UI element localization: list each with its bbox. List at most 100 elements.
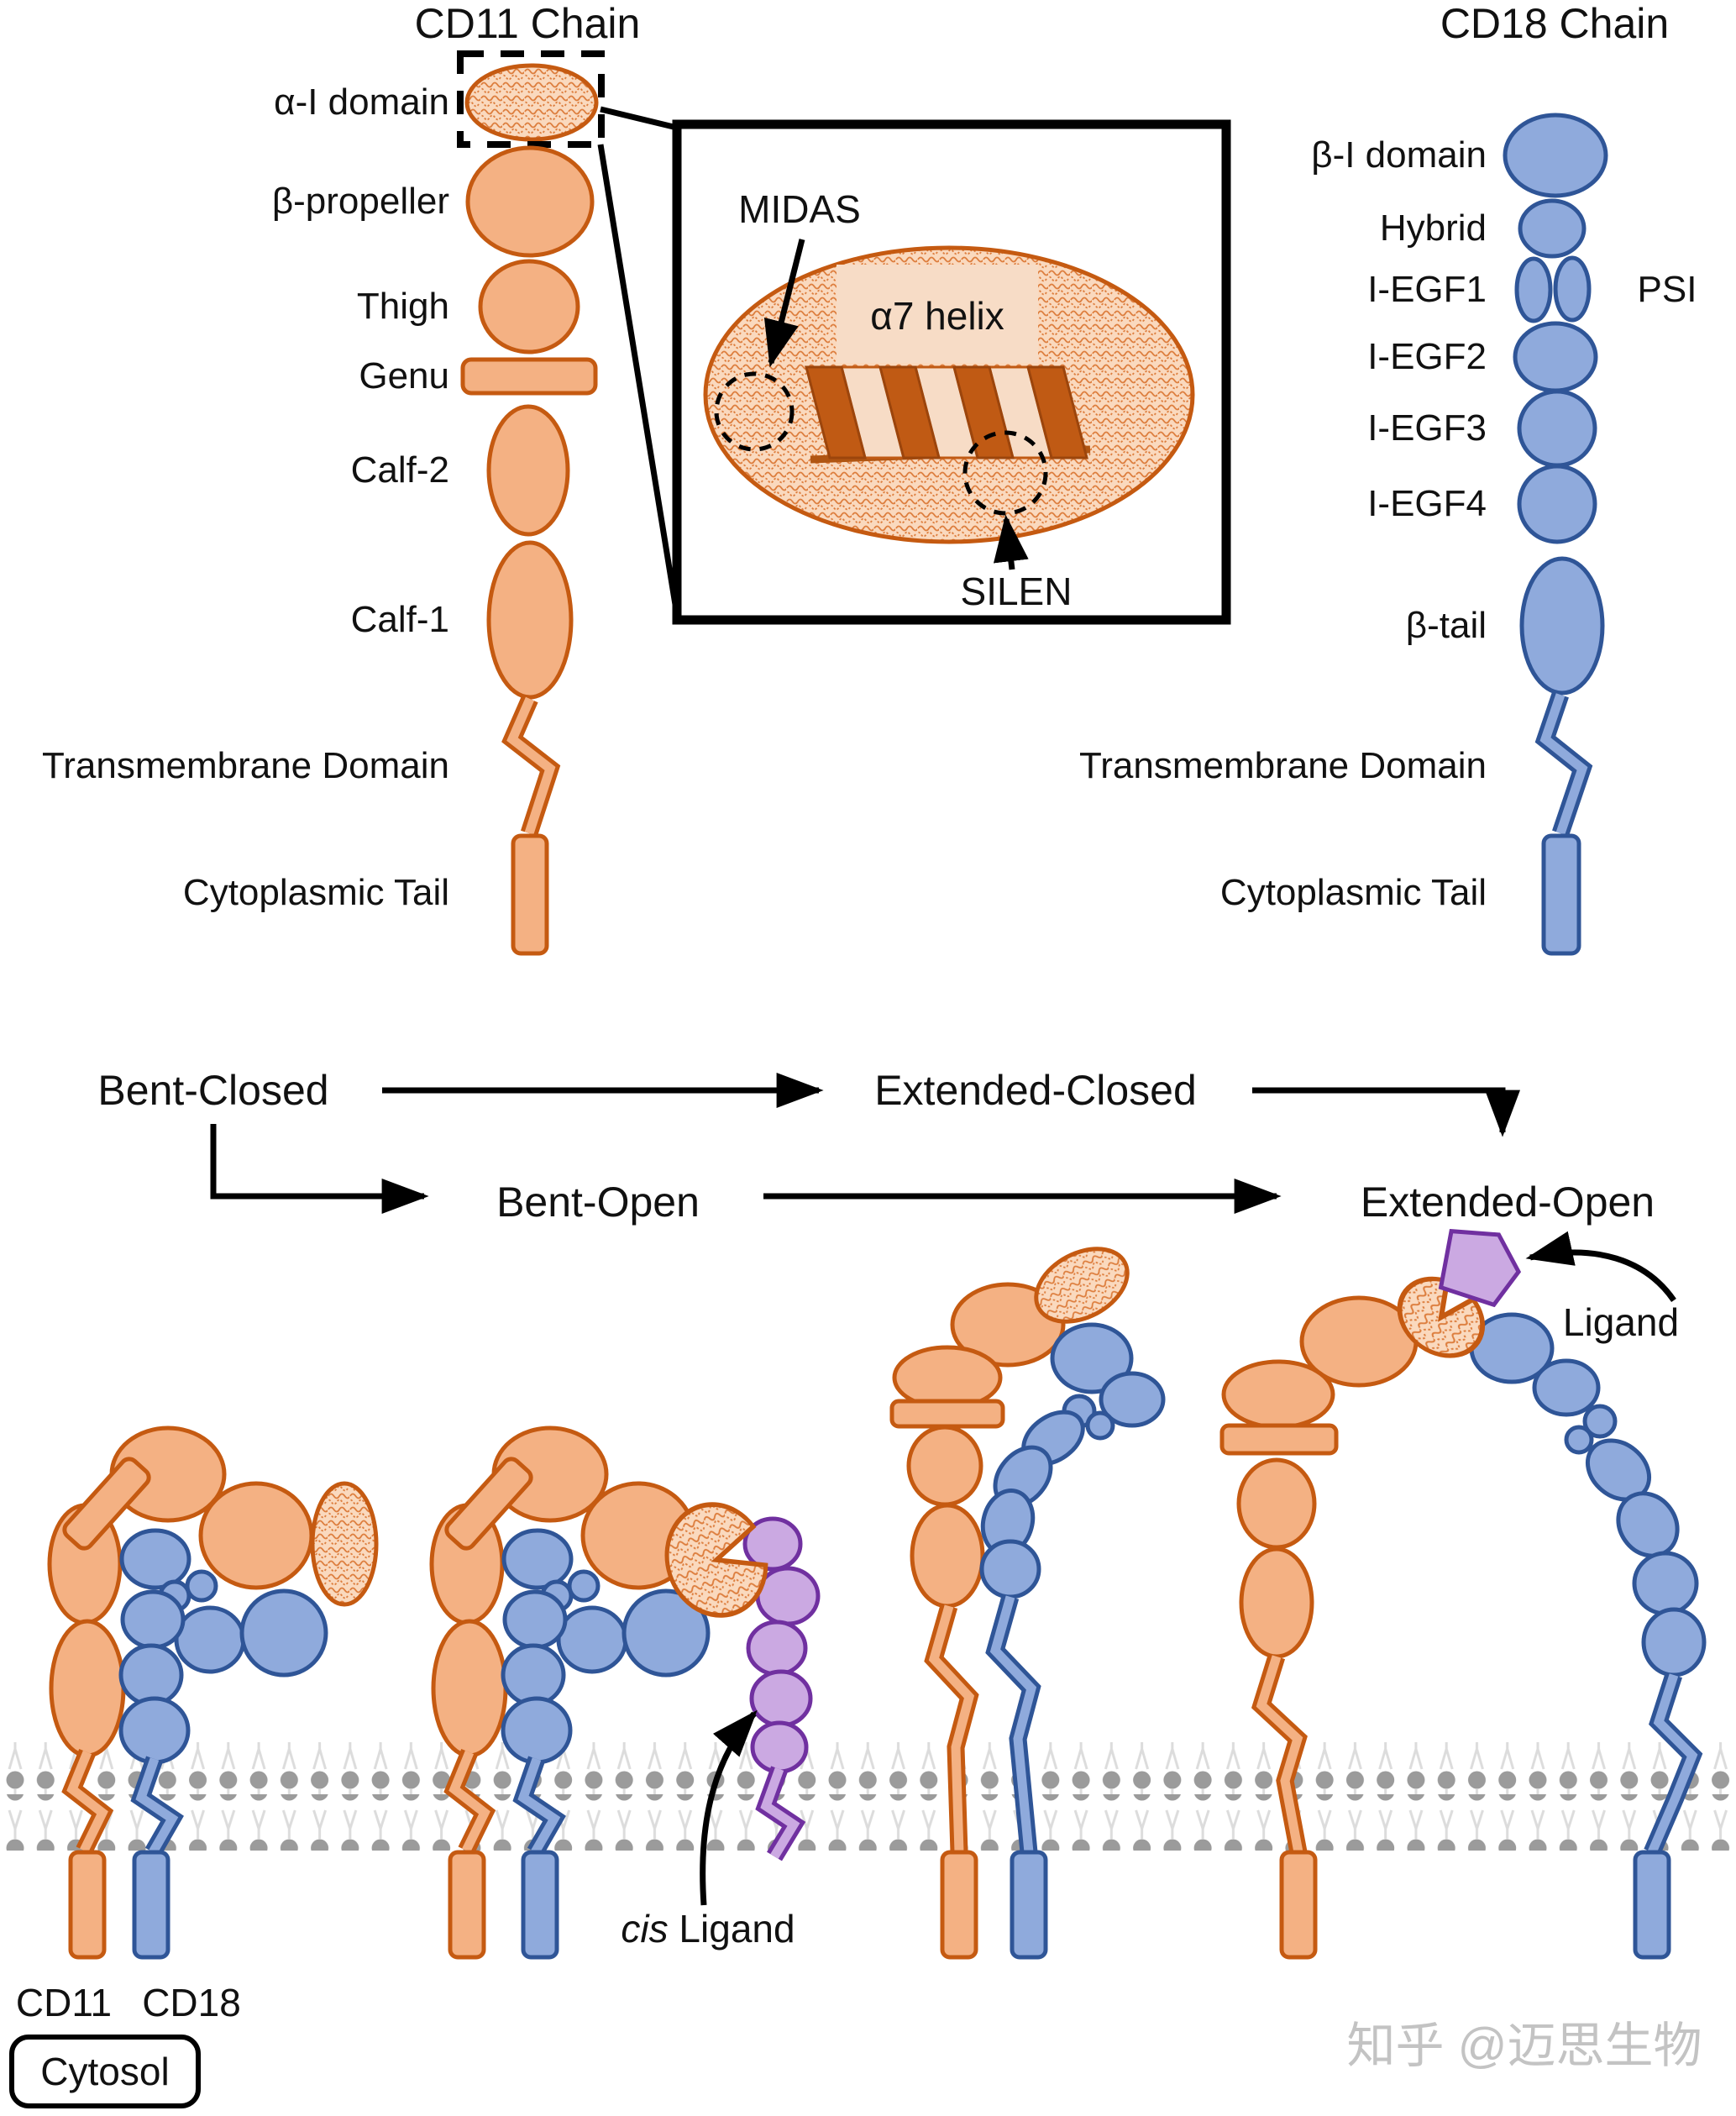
bo-cd18-tail [521,1850,559,1960]
ligand-arrow-icon [1525,1231,1676,1302]
alpha7-helix-ribbon [805,365,1091,464]
cis-ligand-label-italic: cis [621,1907,668,1951]
label-cd11-transmembrane: Calf-1 [351,599,449,640]
bc-cd18-beta-tail [118,1696,191,1765]
bo-cd18-beta-i [621,1588,711,1678]
cytosol-box: Cytosol [9,2035,201,2108]
eo-cd18-hybrid [1532,1358,1601,1417]
ec-calf2 [906,1425,983,1507]
cd18-beta-tail-shape [1519,556,1605,696]
eo-calf2 [1236,1457,1317,1550]
cd11-genu-shape [460,357,598,396]
state-label-extended-open: Extended-Open [1361,1179,1655,1226]
label-cd11-beta-propeller: β-propeller [272,181,449,222]
label-cd11-thigh: Thigh [357,286,449,327]
state-label-bent-open: Bent-Open [496,1179,700,1226]
bc-cd18-domain-2 [174,1605,246,1674]
label-cd18-beta-tail: β-tail [1406,605,1487,646]
alpha7-helix-box [837,265,1038,363]
midas-site-circle [714,371,795,452]
bc-cd18-domain-4 [118,1643,184,1707]
bc-cd11-tm-zigzag [66,1750,108,1853]
conformational-states-row: Bent-Closed Extended-Closed Bent-Open Ex… [97,1067,1655,1226]
alpha-i-inset-panel: α7 helix MIDAS SILEN [597,106,1231,625]
cd18-beta-i-shape [1503,113,1608,198]
eo-cd18-iegf4 [1632,1551,1699,1616]
label-cd11-tm-domain: Transmembrane Domain [42,745,449,786]
label-cd18-beta-i-domain: β-I domain [1311,134,1487,176]
state-label-bent-closed: Bent-Closed [97,1067,328,1114]
label-cd18-iegf1: I-EGF1 [1367,269,1487,310]
cd11-calf1-shape [486,540,574,700]
plasma-membrane [0,1742,1736,1851]
silen-label: SILEN [961,570,1073,613]
cd11-beta-propeller-shape [465,145,595,258]
eo-genu-bar [1219,1423,1339,1456]
cd18-cytoplasmic-tail-shape [1541,833,1581,956]
bo-genu-bar [444,1457,533,1551]
helix-strand-2 [878,365,941,459]
bo-cd18-domain-3 [502,1589,568,1650]
cd11-chain-panel: CD11 Chain α-I domain β-propeller Thigh … [42,0,641,956]
bc-cd18-domain-1 [119,1528,191,1590]
cd11-chain-title: CD11 Chain [415,0,641,47]
bo-alpha-i-open [664,1502,768,1618]
label-cd18-psi: PSI [1638,269,1697,310]
ligand-label: Ligand [1563,1300,1679,1344]
alpha-i-zoom-dashed-box [457,50,605,148]
eo-cd18-tail [1633,1850,1671,1960]
bc-alpha-i-domain [310,1481,379,1607]
bc-cd18-tm-zigzag [135,1757,179,1855]
bo-cd18-tm-zigzag [517,1757,561,1855]
cis-ligand-domain-4 [749,1669,813,1728]
ec-cd11-tail [940,1850,978,1960]
integrin-bent-open [429,1426,821,1960]
ec-thigh [892,1345,1003,1410]
ec-cd18-tm-zigzag [989,1595,1037,1853]
integrin-bent-closed [47,1426,379,1960]
bo-cd18-small-2 [567,1569,601,1603]
midas-arrow-icon [763,239,805,368]
cd18-tm-zigzag [1539,693,1588,835]
silen-site-circle [962,430,1048,516]
ec-genu-bar [889,1399,1005,1429]
cd18-iegf2-shape [1513,321,1598,393]
inset-connector-top [600,106,678,131]
cytosol-label: Cytosol [40,2050,169,2093]
cd18-chain-title: CD18 Chain [1440,0,1669,47]
label-cd11-genu: Genu [359,355,449,396]
ec-cd18-hybrid [1099,1371,1166,1428]
bo-cd11-tm-zigzag [448,1750,490,1853]
ec-alpha-i-domain [1034,1247,1130,1324]
cd11-alpha-i-domain-shape [464,63,599,142]
arrow-extendedclosed-to-extendedopen-icon [1252,1087,1520,1137]
helix-strand-1 [805,365,867,459]
silen-arrow-icon [993,514,1029,570]
ec-cd18-beta-i [1050,1322,1134,1394]
bc-thigh [198,1481,314,1590]
cd18-iegf4-shape [1517,464,1597,544]
label-cd11-alpha-i-domain: α-I domain [274,81,449,123]
inset-connector-bottom [597,144,680,616]
label-cd18-cytoplasmic-tail: Cytoplasmic Tail [1220,872,1487,913]
ec-cd18-beta-tail [979,1539,1041,1599]
cd18-bottom-label: CD18 [142,1981,241,2024]
cd11-cytoplasmic-tail-shape [511,833,549,956]
cis-ligand-domain-5 [750,1720,809,1774]
cis-ligand-domain-1 [742,1516,803,1572]
watermark-text: 知乎 @迈思生物 [1347,2019,1702,2073]
bc-cd18-beta-i [239,1588,328,1678]
ec-cd18-tail [1010,1850,1048,1960]
cis-ligand-label: cis Ligand [621,1907,795,1951]
helix-strand-4 [1026,365,1088,459]
state-label-extended-closed: Extended-Closed [874,1067,1197,1114]
bo-cd18-domain-4 [501,1643,566,1707]
cis-ligand-domain-3 [746,1620,808,1677]
label-cd11-cytoplasmic-tail: Cytoplasmic Tail [183,872,449,913]
eo-cd11-tail [1279,1850,1318,1960]
cd18-hybrid-shape [1518,198,1587,259]
alpha7-helix-label: α7 helix [870,294,1004,338]
eo-cd18-tm-zigzag [1647,1673,1698,1855]
